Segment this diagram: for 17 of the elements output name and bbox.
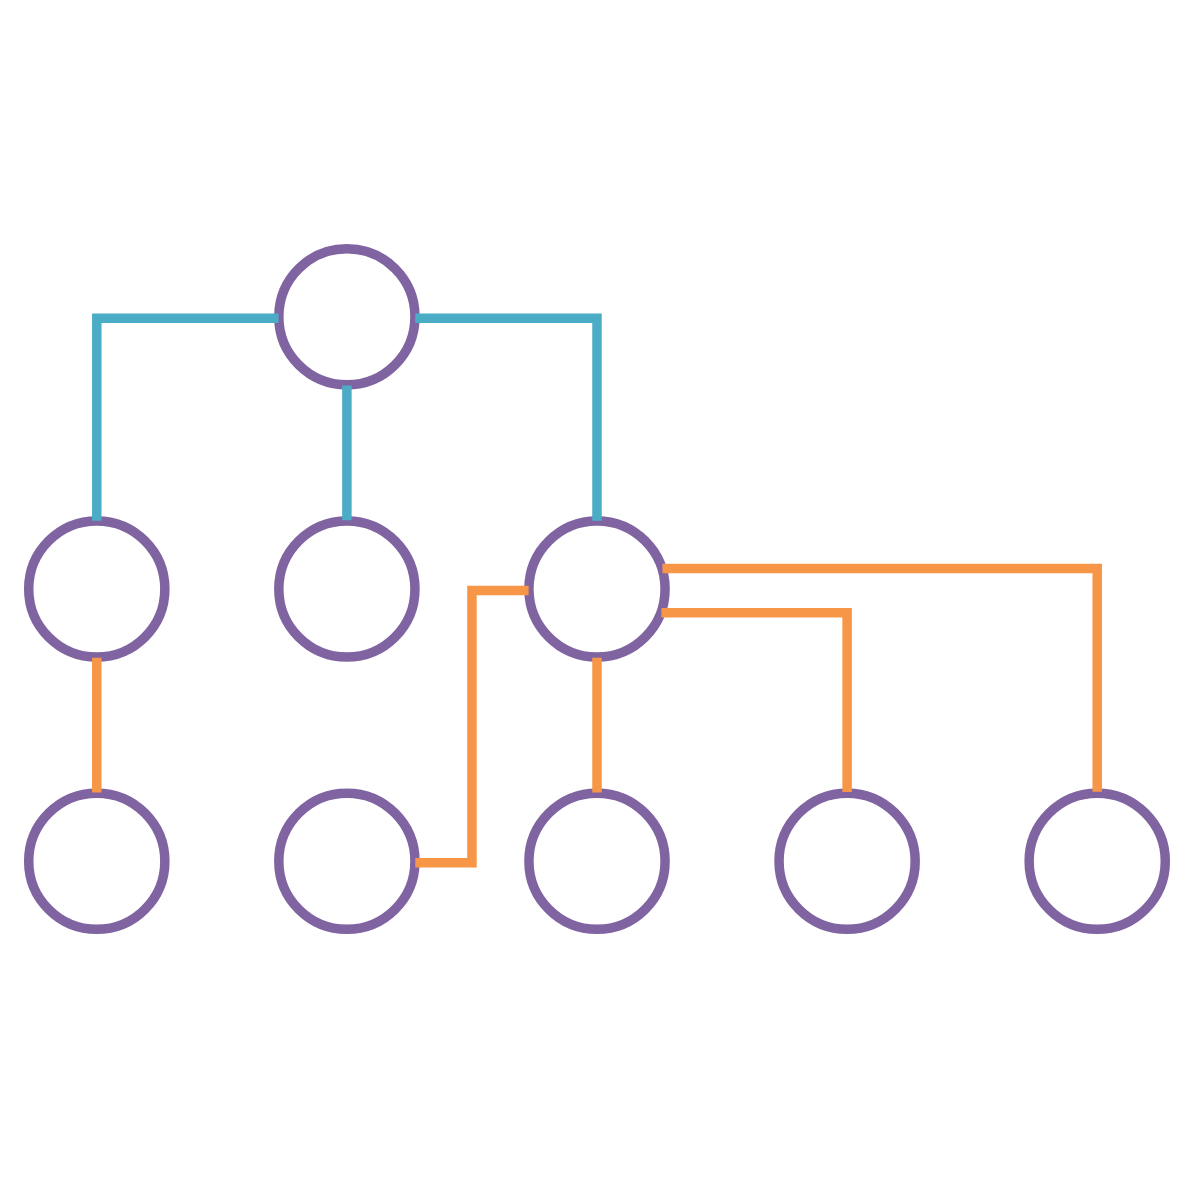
node-circle — [524, 788, 670, 935]
node-circle — [274, 243, 420, 390]
node-circle — [23, 788, 170, 935]
node-circle — [274, 516, 420, 662]
connector — [92, 313, 279, 521]
connector — [662, 563, 1102, 792]
connector — [592, 657, 602, 793]
connector — [661, 608, 852, 793]
connector — [92, 657, 102, 793]
node-circle — [524, 516, 670, 662]
node-circle — [774, 788, 920, 935]
connector — [415, 585, 529, 868]
connector — [415, 313, 602, 521]
node-circle — [23, 516, 170, 662]
connector — [342, 385, 352, 521]
node-circle — [1024, 788, 1171, 935]
node-circle — [274, 788, 420, 935]
